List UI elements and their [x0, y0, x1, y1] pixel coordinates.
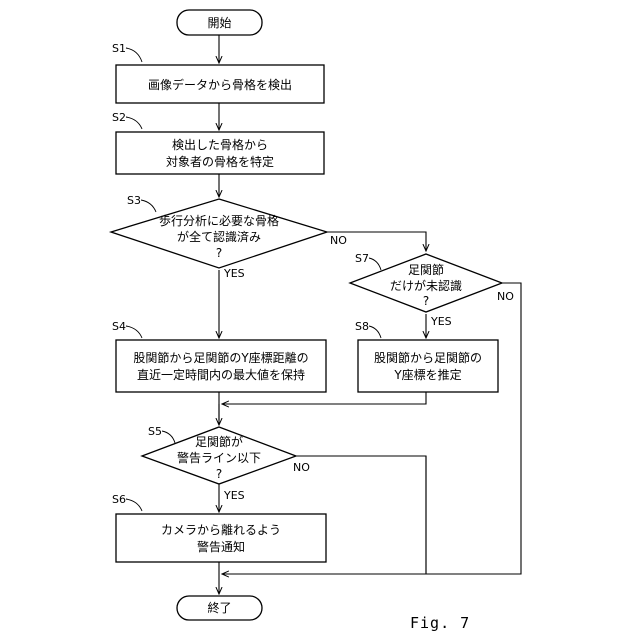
s3-no-label: NO	[330, 234, 347, 247]
s5-text-line3: ?	[216, 467, 222, 481]
s5-text-line1: 足関節が	[195, 434, 243, 449]
s5-no-label: NO	[293, 461, 310, 474]
step-label-s6: S6	[112, 493, 142, 511]
s5-id: S5	[148, 425, 162, 438]
s3-id: S3	[127, 194, 141, 207]
connectors	[219, 35, 521, 594]
process-s6: カメラから離れるよう 警告通知	[116, 514, 326, 562]
s2-text-line1: 検出した骨格から	[172, 137, 268, 152]
process-s4: 股関節から足関節のY座標距離の 直近一定時間内の最大値を保持	[116, 340, 326, 392]
s8-text-line1: 股関節から足関節の	[374, 350, 482, 365]
s4-text-line2: 直近一定時間内の最大値を保持	[137, 367, 305, 382]
process-s1: 画像データから骨格を検出	[116, 65, 324, 103]
s8-leader	[369, 326, 381, 338]
s4-text-line1: 股関節から足関節のY座標距離の	[133, 350, 308, 365]
s3-yes-label: YES	[223, 267, 245, 280]
decision-s7: 足関節 だけが未認識 ?	[350, 254, 502, 312]
end-label: 終了	[207, 600, 231, 615]
s3-text-line3: ?	[216, 246, 222, 260]
s1-id: S1	[112, 42, 126, 55]
s1-leader	[126, 48, 142, 62]
s6-id: S6	[112, 493, 126, 506]
s7-yes-label: YES	[430, 315, 452, 328]
s8-id: S8	[355, 320, 369, 333]
s7-id: S7	[355, 252, 369, 265]
process-s2: 検出した骨格から 対象者の骨格を特定	[116, 132, 324, 174]
s8-text-line2: Y座標を推定	[393, 367, 461, 382]
s6-leader	[126, 499, 142, 511]
s3-text-line1: 歩行分析に必要な骨格	[159, 213, 279, 228]
s2-leader	[126, 117, 142, 129]
s7-text-line1: 足関節	[408, 262, 444, 277]
s5-leader	[162, 431, 175, 443]
s8-to-merge-connector	[222, 392, 426, 404]
step-label-s3: S3	[127, 194, 156, 212]
step-label-s7: S7	[355, 252, 381, 270]
s7-text-line2: だけが未認識	[390, 278, 462, 293]
s2-id: S2	[112, 111, 126, 124]
s3-leader	[141, 200, 156, 212]
start-terminal: 開始	[177, 10, 262, 35]
s4-leader	[126, 326, 142, 338]
s7-leader	[369, 258, 381, 270]
start-label: 開始	[207, 16, 231, 30]
s6-text-line2: 警告通知	[197, 539, 245, 554]
s7-no-label: NO	[497, 290, 514, 303]
s3-text-line2: が全て認識済み	[177, 229, 261, 244]
s4-id: S4	[112, 320, 126, 333]
decision-s5: 足関節が 警告ライン以下 ?	[142, 427, 296, 484]
step-label-s8: S8	[355, 320, 381, 338]
end-terminal: 終了	[177, 596, 262, 620]
decision-s3: 歩行分析に必要な骨格 が全て認識済み ?	[111, 199, 327, 268]
s1-text: 画像データから骨格を検出	[148, 77, 292, 92]
s6-text-line1: カメラから離れるよう	[161, 523, 281, 537]
step-label-s5: S5	[148, 425, 175, 443]
s5-yes-label: YES	[223, 489, 245, 502]
step-label-s1: S1	[112, 42, 142, 62]
s5-text-line2: 警告ライン以下	[177, 450, 261, 465]
s7-text-line3: ?	[423, 294, 429, 308]
figure-label: Fig. 7	[410, 614, 470, 632]
step-label-s2: S2	[112, 111, 142, 129]
step-label-s4: S4	[112, 320, 142, 338]
process-s8: 股関節から足関節の Y座標を推定	[358, 340, 498, 392]
s2-text-line2: 対象者の骨格を特定	[166, 154, 274, 169]
